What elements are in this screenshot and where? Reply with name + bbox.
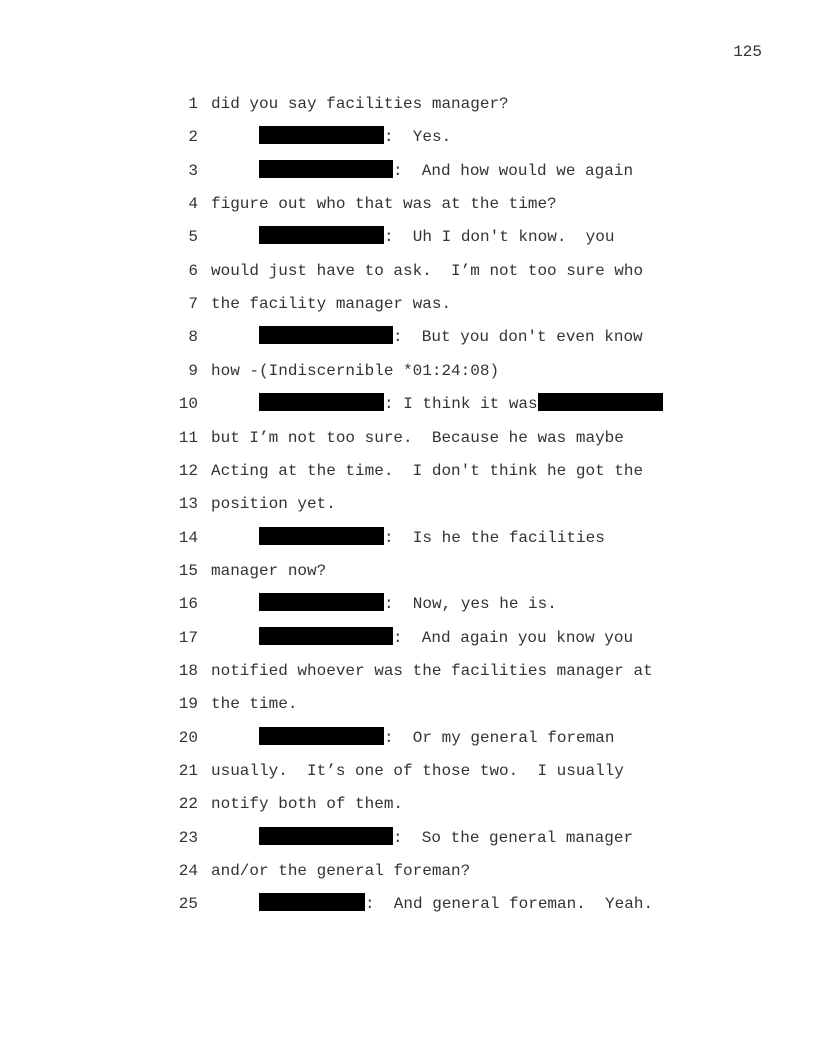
line-number: 12 — [178, 461, 198, 480]
speaker-redaction — [259, 526, 384, 545]
line-text: figure out who that was at the time? — [211, 195, 557, 214]
line-text: notify both of them. — [211, 795, 404, 814]
transcript-line: 7 the facility manager was. — [0, 294, 816, 327]
page-number: 125 — [733, 43, 762, 61]
transcript-line: 3 : And how would we again — [0, 159, 816, 194]
transcript-line: 18 notified whoever was the facilities ma… — [0, 661, 816, 694]
transcript-line: 12 Acting at the time. I don't think he g… — [0, 461, 816, 494]
speaker-line: : And again you know you — [259, 626, 634, 648]
speaker-line: : But you don't even know — [259, 326, 643, 347]
speaker-line: : Or my general foreman — [259, 726, 615, 748]
line-number: 24 — [178, 862, 198, 881]
line-text: notified whoever was the facilities mana… — [211, 661, 653, 680]
line-text: the facility manager was. — [211, 295, 452, 314]
transcript-line: 21 usually. It’s one of those two. I usua… — [0, 761, 816, 794]
transcript-line: 8 : But you don't even know — [0, 326, 816, 360]
line-number: 11 — [178, 428, 198, 447]
speech-text: : Now, yes he is. — [384, 595, 557, 614]
speaker-redaction — [259, 226, 384, 245]
transcript-line: 25 : And general foreman. Yeah. — [0, 893, 816, 927]
line-number: 17 — [178, 628, 198, 647]
transcript-line: 22 notify both of them. — [0, 794, 816, 827]
transcript-line: 11 but I’m not too sure. Because he was m… — [0, 428, 816, 461]
speech-text: : Or my general foreman — [384, 728, 615, 747]
line-number: 6 — [188, 261, 198, 280]
line-number: 7 — [188, 295, 198, 314]
line-number: 10 — [178, 395, 198, 414]
transcript-line: 9 how -(Indiscernible *01:24:08) — [0, 361, 816, 394]
speaker-line: : Now, yes he is. — [259, 593, 557, 614]
line-text: how -(Indiscernible *01:24:08) — [211, 361, 500, 380]
line-text: position yet. — [211, 495, 336, 514]
speaker-line: : Is he the facilities — [259, 526, 605, 548]
name-redaction — [537, 393, 663, 412]
transcript-line: 19 the time. — [0, 694, 816, 727]
transcript-line: 24 and/or the general foreman? — [0, 861, 816, 894]
line-number: 22 — [178, 795, 198, 814]
speaker-redaction — [259, 593, 384, 612]
line-number: 5 — [188, 228, 198, 247]
speaker-redaction — [259, 893, 365, 912]
line-number: 8 — [188, 328, 198, 347]
line-text: but I’m not too sure. Because he was may… — [211, 428, 624, 447]
speaker-redaction — [259, 726, 384, 745]
speaker-line: : Uh I don't know. you — [259, 226, 615, 247]
transcript-line: 15 manager now? — [0, 561, 816, 594]
line-number: 19 — [178, 695, 198, 714]
line-number: 20 — [178, 728, 198, 747]
line-text: did you say facilities manager? — [211, 95, 509, 113]
speech-text: : And general foreman. Yeah. — [365, 895, 654, 914]
transcript-line: 23 : So the general manager — [0, 826, 816, 861]
speaker-redaction — [259, 326, 393, 345]
line-text: usually. It’s one of those two. I usuall… — [211, 762, 624, 780]
transcript-line: 1 did you say facilities manager? — [0, 94, 816, 127]
speaker-line: : I think it was — [259, 393, 663, 414]
speaker-redaction — [259, 159, 393, 178]
transcript-line: 5 : Uh I don't know. you — [0, 226, 816, 260]
transcript-line: 20 : Or my general foreman — [0, 726, 816, 761]
line-text: Acting at the time. I don't think he got… — [211, 461, 644, 480]
transcript-line: 10 : I think it was — [0, 393, 816, 427]
line-text: and/or the general foreman? — [211, 862, 471, 881]
speech-text: : Uh I don't know. you — [384, 228, 615, 247]
speech-text: : Is he the facilities — [384, 528, 605, 547]
line-number: 16 — [178, 595, 198, 614]
speaker-line: : And how would we again — [259, 159, 634, 181]
line-text: the time. — [211, 695, 298, 714]
line-number: 13 — [178, 495, 198, 514]
line-number: 1 — [188, 95, 198, 113]
transcript-line: 6 would just have to ask. I’m not too sur… — [0, 261, 816, 294]
line-number: 9 — [188, 361, 198, 380]
transcript-line: 4 figure out who that was at the time? — [0, 194, 816, 227]
line-number: 18 — [178, 661, 198, 680]
line-number: 2 — [188, 128, 198, 147]
line-number: 15 — [178, 561, 198, 580]
speaker-redaction — [259, 126, 384, 145]
transcript-line: 2 : Yes. — [0, 126, 816, 160]
transcript-line: 13 position yet. — [0, 494, 816, 527]
speech-text: : And how would we again — [393, 161, 634, 180]
speech-text: : So the general manager — [393, 828, 634, 847]
line-number: 3 — [188, 161, 198, 180]
line-number: 23 — [178, 828, 198, 847]
speaker-line: : Yes. — [259, 126, 452, 147]
speaker-line: : So the general manager — [259, 826, 634, 848]
speech-text: : But you don't even know — [393, 328, 643, 347]
speech-text: : Yes. — [384, 128, 452, 147]
line-number: 21 — [178, 762, 198, 780]
line-number: 14 — [178, 528, 198, 547]
transcript-line: 14 : Is he the facilities — [0, 526, 816, 561]
line-number: 25 — [178, 895, 198, 914]
speaker-redaction — [259, 393, 384, 412]
speaker-line: : And general foreman. Yeah. — [259, 893, 654, 914]
line-number: 4 — [188, 195, 198, 214]
speech-text: : I think it was — [384, 395, 538, 414]
transcript-line: 16 : Now, yes he is. — [0, 593, 816, 627]
line-text: manager now? — [211, 561, 327, 580]
line-text: would just have to ask. I’m not too sure… — [211, 261, 644, 280]
speaker-redaction — [259, 826, 393, 845]
speech-text: : And again you know you — [393, 628, 634, 647]
speaker-redaction — [259, 626, 393, 645]
transcript-line: 17 : And again you know you — [0, 626, 816, 661]
